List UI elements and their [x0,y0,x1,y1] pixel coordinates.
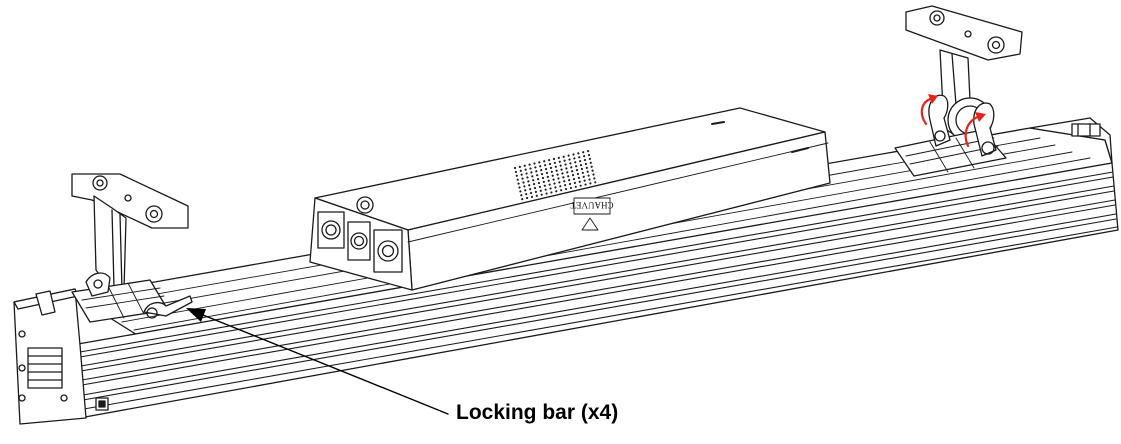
vent-grille [513,150,597,201]
left-mounting-bracket [71,173,193,323]
connector-panel [317,196,403,273]
pointer-arrow-icon [186,308,206,322]
product-logo-text: CHAUVET [570,200,613,210]
callout-label: Locking bar (x4) [456,401,619,424]
locking-bar-icon [85,272,111,297]
bracket-icon [905,5,1023,61]
callout-pointer [186,308,449,415]
bar-grooves [79,171,1118,410]
rotation-arrows [920,94,986,148]
electronics-housing: CHAUVET [309,107,831,291]
left-end-cap [13,288,109,425]
product-logo: CHAUVET [570,197,614,231]
right-end-cap [1029,117,1113,164]
